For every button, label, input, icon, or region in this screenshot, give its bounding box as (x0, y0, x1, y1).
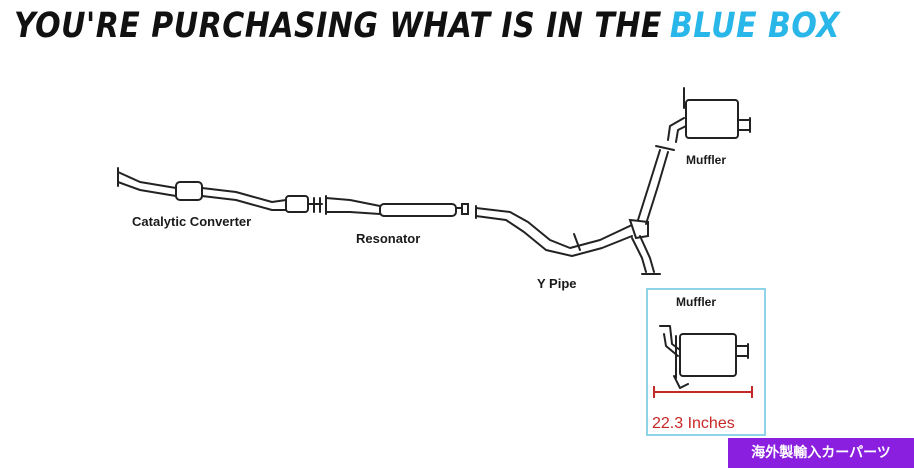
label-catalytic-converter: Catalytic Converter (132, 214, 251, 229)
dimension-marker (653, 386, 753, 398)
boxed-muffler-section (659, 325, 749, 389)
resonator-section (325, 195, 469, 217)
upper-muffler-section (637, 87, 751, 225)
label-y-pipe: Y Pipe (537, 276, 577, 291)
headline-main: YOU'RE PURCHASING WHAT IS IN THE (14, 6, 662, 47)
shop-badge: 海外製輸入カーパーツ (728, 438, 914, 468)
label-muffler-upper: Muffler (686, 153, 726, 167)
catalytic-converter-section (117, 167, 323, 213)
dimension-text: 22.3 Inches (652, 415, 735, 432)
headline-accent: BLUE BOX (669, 6, 840, 47)
label-muffler-boxed: Muffler (676, 295, 716, 309)
y-pipe-section (475, 205, 661, 275)
blue-highlight-box (646, 288, 766, 436)
label-resonator: Resonator (356, 231, 420, 246)
